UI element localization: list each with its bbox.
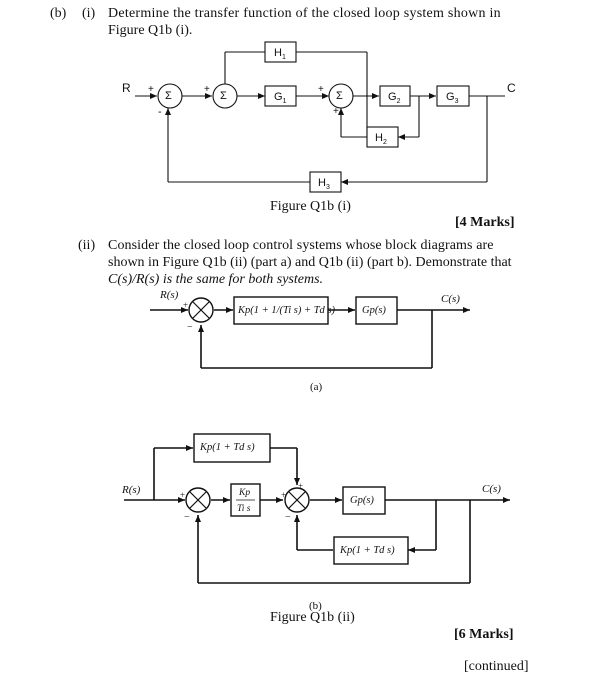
continued-footer: [continued] bbox=[464, 659, 529, 674]
block-gp-a bbox=[355, 296, 398, 325]
block-h3-label: H3 bbox=[318, 177, 330, 192]
input-label-r: R bbox=[122, 81, 131, 95]
sign-plus-3: + bbox=[318, 84, 324, 95]
block-gp-a-label: Gp(s) bbox=[362, 305, 386, 316]
sum-junction-1 bbox=[157, 83, 183, 109]
block-g3 bbox=[436, 85, 470, 107]
block-h1-label: H1 bbox=[274, 47, 286, 62]
sign-minus-b1: − bbox=[184, 512, 190, 523]
subpart-i-label: (i) bbox=[82, 6, 96, 21]
question-ii-line-2: shown in Figure Q1b (ii) (part a) and Q1… bbox=[108, 255, 512, 270]
block-pid-label: Kp(1 + 1/(Ti s) + Td s) bbox=[238, 305, 336, 316]
output-label-b: C(s) bbox=[482, 483, 501, 495]
sub-caption-b: (b) bbox=[309, 600, 322, 612]
subpart-ii-label: (ii) bbox=[78, 238, 96, 253]
figure-q1b-i-caption: Figure Q1b (i) bbox=[270, 199, 351, 214]
marks-ii: [6 Marks] bbox=[454, 627, 514, 642]
block-g2 bbox=[379, 85, 411, 107]
sign-plus-b1: + bbox=[180, 490, 186, 500]
sign-minus-a: − bbox=[187, 322, 193, 333]
block-h1 bbox=[264, 41, 297, 63]
sum-junction-3 bbox=[328, 83, 354, 109]
question-i-line-2: Figure Q1b (i). bbox=[108, 23, 193, 38]
block-g2-label: G2 bbox=[388, 91, 401, 106]
block-integral-num: Kp bbox=[239, 488, 251, 498]
block-h2-label: H2 bbox=[375, 132, 387, 147]
block-h3 bbox=[309, 171, 342, 193]
sign-plus-b3: + bbox=[298, 481, 304, 491]
sub-caption-a: (a) bbox=[310, 381, 323, 393]
question-ii-line-3: C(s)/R(s) is the same for both systems. bbox=[108, 272, 324, 287]
sign-plus-b2: + bbox=[281, 490, 287, 500]
block-pid bbox=[233, 296, 329, 325]
sum-junction-2 bbox=[212, 83, 238, 109]
input-label-a: R(s) bbox=[160, 289, 179, 301]
block-pd bbox=[193, 433, 271, 463]
marks-i: [4 Marks] bbox=[455, 215, 515, 230]
input-label-b: R(s) bbox=[122, 484, 141, 496]
sign-plus-2: + bbox=[204, 84, 210, 95]
block-g1-label: G1 bbox=[274, 91, 287, 106]
block-g1 bbox=[264, 85, 297, 107]
question-i-line-1: Determine the transfer function of the c… bbox=[108, 6, 501, 21]
sign-minus-b2: − bbox=[285, 512, 291, 523]
sign-plus-1: + bbox=[148, 84, 154, 95]
sign-plus-a: + bbox=[183, 300, 189, 310]
question-ii-line-1: Consider the closed loop control systems… bbox=[108, 238, 494, 253]
output-label-c: C bbox=[507, 81, 516, 95]
sign-minus-1: - bbox=[158, 106, 162, 118]
figure-q1b-ii-caption: Figure Q1b (ii) bbox=[270, 610, 355, 625]
part-label: (b) bbox=[50, 6, 67, 21]
sum-symbol-3: Σ bbox=[336, 90, 343, 102]
sum-symbol-1: Σ bbox=[165, 90, 172, 102]
output-label-a: C(s) bbox=[441, 293, 460, 305]
block-g3-label: G3 bbox=[446, 91, 459, 106]
block-integral-den: Ti s bbox=[237, 504, 251, 514]
sign-plus-4: + bbox=[333, 106, 339, 117]
block-pd-label: Kp(1 + Td s) bbox=[200, 442, 255, 453]
block-feedback-pd bbox=[333, 536, 409, 565]
block-feedback-pd-label: Kp(1 + Td s) bbox=[340, 545, 395, 556]
block-gp-b bbox=[342, 486, 386, 515]
block-gp-b-label: Gp(s) bbox=[350, 495, 374, 506]
block-h2 bbox=[366, 126, 399, 148]
sum-symbol-2: Σ bbox=[220, 90, 227, 102]
